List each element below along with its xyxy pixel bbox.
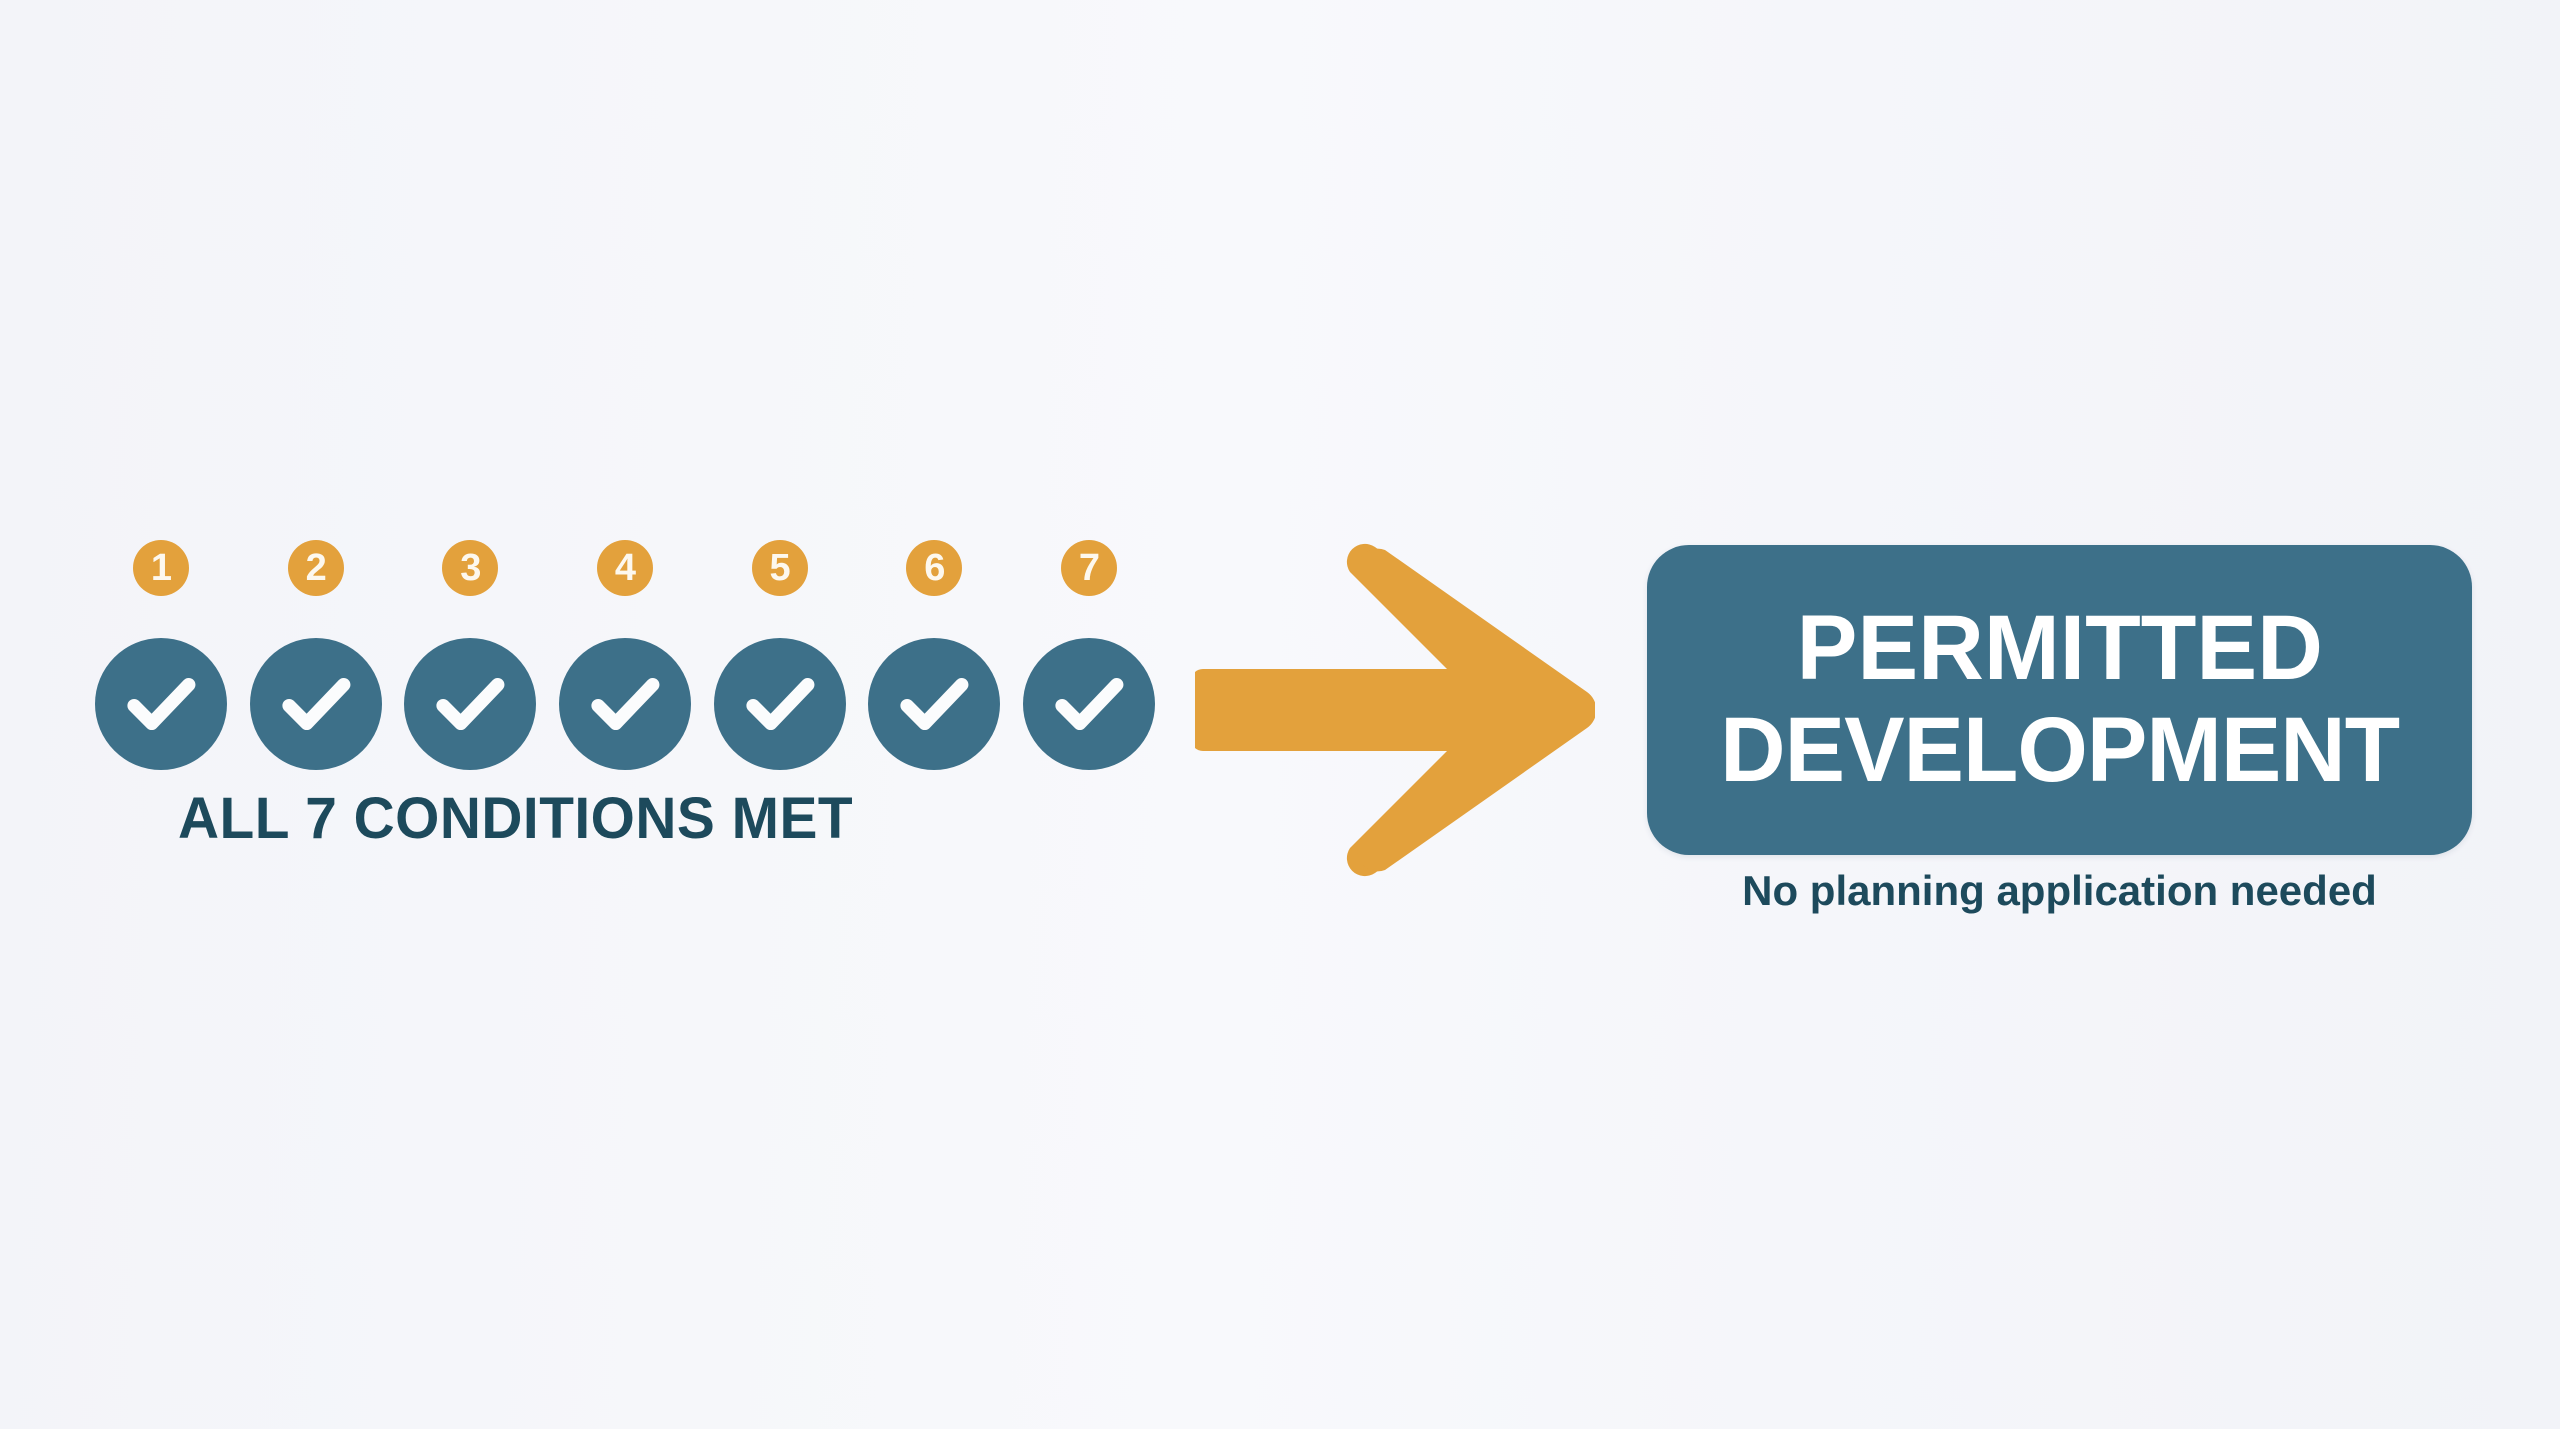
conditions-caption: ALL 7 CONDITIONS MET xyxy=(178,786,854,851)
condition-number-badge: 5 xyxy=(751,540,808,596)
condition-item[interactable]: 7 xyxy=(1022,540,1155,770)
condition-number-badge: 4 xyxy=(596,540,653,596)
condition-number-badge: 1 xyxy=(133,540,189,596)
condition-item[interactable]: 6 xyxy=(868,540,1001,770)
condition-check-circle xyxy=(868,638,1001,770)
check-icon xyxy=(428,662,512,746)
condition-row: 1 2 xyxy=(95,540,1155,770)
check-icon xyxy=(119,662,203,746)
condition-number-badge: 7 xyxy=(1060,540,1117,596)
condition-check-circle xyxy=(1022,638,1155,770)
condition-check-circle xyxy=(95,638,227,770)
condition-item[interactable]: 2 xyxy=(249,540,382,770)
condition-item[interactable]: 4 xyxy=(558,540,691,770)
check-icon xyxy=(1047,662,1131,746)
condition-check-circle xyxy=(249,638,382,770)
outcome-title-line-2: DEVELOPMENT xyxy=(1720,699,2400,801)
check-icon xyxy=(274,662,358,746)
check-icon xyxy=(738,662,822,746)
outcome-group: PERMITTED DEVELOPMENT No planning applic… xyxy=(1647,545,2472,945)
condition-number-badge: 2 xyxy=(287,540,344,596)
condition-check-circle xyxy=(558,638,691,770)
arrow-right-icon xyxy=(1195,540,1595,880)
conditions-group: 1 2 xyxy=(95,540,1155,920)
check-icon xyxy=(892,662,976,746)
condition-check-circle xyxy=(713,638,846,770)
condition-item[interactable]: 5 xyxy=(713,540,846,770)
condition-item[interactable]: 1 xyxy=(95,540,227,770)
outcome-subtitle: No planning application needed xyxy=(1742,867,2377,914)
condition-number-badge: 3 xyxy=(442,540,499,596)
permitted-development-badge[interactable]: PERMITTED DEVELOPMENT xyxy=(1647,545,2472,855)
condition-check-circle xyxy=(404,638,537,770)
check-icon xyxy=(583,662,667,746)
condition-number-badge: 6 xyxy=(906,540,963,596)
outcome-title-line-1: PERMITTED xyxy=(1796,597,2323,700)
condition-item[interactable]: 3 xyxy=(404,540,537,770)
